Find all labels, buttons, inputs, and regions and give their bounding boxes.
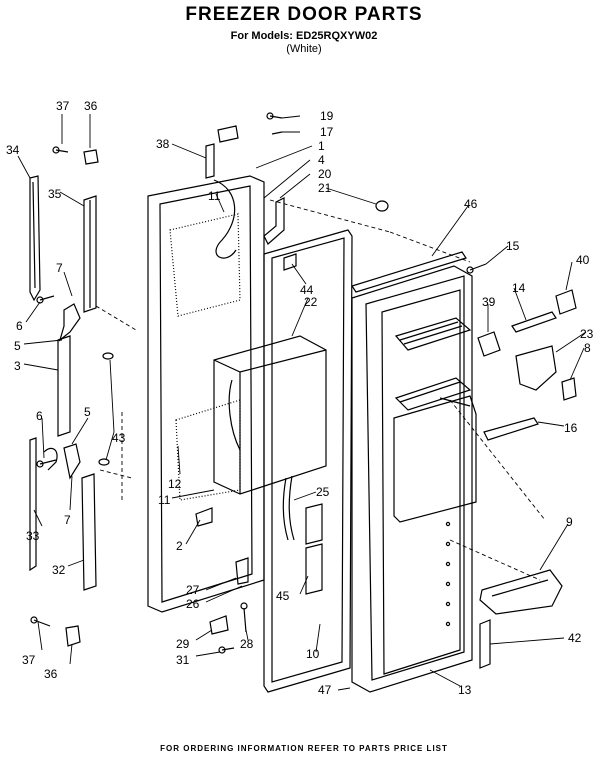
callout-29: 29 (176, 637, 190, 651)
callout-39: 39 (482, 295, 496, 309)
outer-door-panel (147, 143, 265, 613)
callout-15: 15 (506, 239, 520, 253)
callout-20: 20 (318, 167, 332, 181)
trim-16 (483, 417, 539, 441)
callout-14: 14 (512, 281, 526, 295)
screw-holes (445, 521, 451, 627)
callout-34: 34 (6, 143, 20, 157)
ordering-note: FOR ORDERING INFORMATION REFER TO PARTS … (160, 744, 448, 753)
callout-37-bottom: 37 (22, 653, 36, 667)
button-39 (477, 331, 501, 357)
trim-strip-34 (29, 175, 41, 302)
callout-2: 2 (176, 539, 183, 553)
bracket-42 (479, 619, 491, 669)
callout-40: 40 (576, 253, 590, 267)
clip-44 (283, 253, 297, 271)
callout-45: 45 (276, 589, 290, 603)
callout-23: 23 (580, 327, 594, 341)
callout-6-bottom: 6 (36, 409, 43, 423)
callout-32: 32 (52, 563, 66, 577)
screw-19-17 (266, 112, 283, 135)
trim-strip-32 (63, 443, 97, 591)
callout-27: 27 (186, 583, 200, 597)
callout-8: 8 (584, 341, 591, 355)
callout-47: 47 (318, 683, 332, 697)
clip-36-bottom (65, 625, 81, 647)
cap-21 (375, 200, 389, 212)
callout-33: 33 (26, 529, 40, 543)
callout-16: 16 (564, 421, 578, 435)
leader-lines (17, 114, 587, 691)
callout-11-top: 11 (208, 189, 221, 203)
callout-11-bottom: 11 (158, 493, 171, 507)
callout-17: 17 (320, 125, 334, 139)
wire-harness-11 (213, 125, 239, 259)
callout-6-top: 6 (16, 319, 23, 333)
shelf-upper (394, 317, 472, 351)
model-subtitle: For Models: ED25RQXYW02 (230, 30, 378, 42)
callout-21: 21 (318, 181, 332, 195)
small-parts-lower (195, 507, 249, 654)
callout-44: 44 (300, 283, 314, 297)
callout-46: 46 (464, 197, 478, 211)
tube-4 (263, 197, 285, 245)
callout-35: 35 (48, 187, 62, 201)
plug-43 (98, 352, 114, 466)
callout-36-top: 36 (84, 99, 98, 113)
callout-7-top: 7 (56, 261, 63, 275)
door-liner-10 (263, 229, 353, 693)
rail-46 (351, 251, 467, 293)
clip-36-top (83, 149, 99, 165)
callout-7-bottom: 7 (64, 513, 71, 527)
callout-3: 3 (14, 359, 21, 373)
hinge-part-5 (57, 303, 81, 437)
blocks-45 (305, 503, 323, 595)
callout-43: 43 (112, 431, 126, 445)
chute-23 (515, 345, 557, 391)
bracket-40 (555, 289, 577, 315)
callout-13: 13 (458, 683, 472, 697)
color-subtitle: (White) (286, 43, 322, 55)
shelf-middle (394, 377, 472, 411)
screw-37-bottom (30, 616, 51, 627)
callout-28: 28 (240, 637, 254, 651)
callout-9: 9 (566, 515, 573, 529)
dispenser-cover (393, 395, 477, 523)
bin-9 (479, 569, 563, 615)
callout-5-top: 5 (14, 339, 21, 353)
clip-8 (561, 377, 577, 401)
trim-strip-33 (29, 437, 58, 572)
alignment-lines (95, 199, 546, 581)
tube-25 (282, 475, 295, 541)
callout-1: 1 (318, 139, 325, 153)
screw-37-top (52, 146, 69, 154)
callout-26: 26 (186, 597, 200, 611)
callout-4: 4 (318, 153, 325, 167)
callout-labels: 37 36 34 35 7 6 5 3 43 6 5 7 33 32 37 36… (6, 99, 594, 697)
callout-42: 42 (568, 631, 582, 645)
dispenser-housing-22 (213, 335, 327, 495)
callout-31: 31 (176, 653, 190, 667)
inner-door-liner (351, 265, 473, 693)
callout-25: 25 (316, 485, 330, 499)
callout-10: 10 (306, 647, 320, 661)
callout-5-bottom: 5 (84, 405, 91, 419)
screw-15 (466, 263, 487, 274)
callout-38: 38 (156, 137, 170, 151)
callout-22: 22 (304, 295, 318, 309)
callout-37-top: 37 (56, 99, 70, 113)
screw-6 (36, 295, 57, 468)
trim-strip-35 (83, 195, 97, 313)
page-title: FREEZER DOOR PARTS (185, 4, 423, 25)
callout-12: 12 (168, 477, 182, 491)
bracket-14 (511, 311, 557, 333)
callout-36-bottom: 36 (44, 667, 58, 681)
callout-19: 19 (320, 109, 334, 123)
